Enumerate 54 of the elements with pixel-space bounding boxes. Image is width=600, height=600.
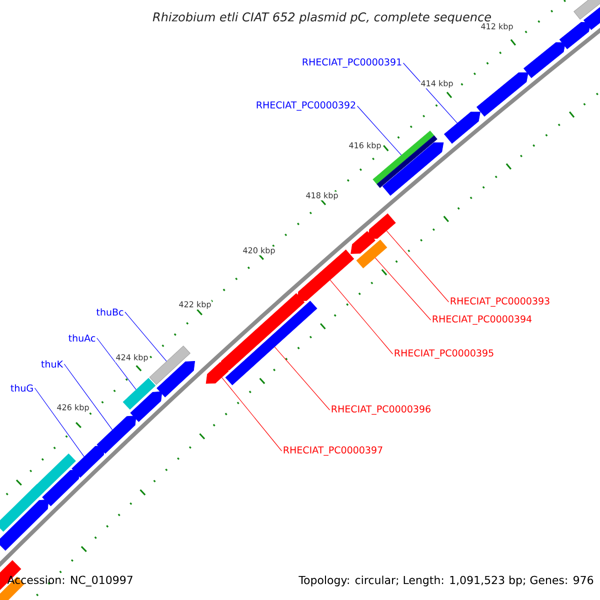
gene-feature (368, 214, 396, 239)
leader-line (374, 258, 432, 320)
leader-line (96, 338, 136, 390)
tick-label: 422 kbp (178, 300, 212, 310)
title: Rhizobium etli CIAT 652 plasmid pC, complete sequence (152, 12, 491, 24)
gene-bar (149, 346, 190, 385)
leader-line (222, 377, 282, 452)
gene-feature (444, 112, 480, 144)
gene-feature (296, 250, 354, 302)
gene-label: thuAc (68, 334, 96, 342)
gene-feature (72, 445, 105, 478)
gene-label: thuG (10, 384, 33, 392)
gene-feature (524, 42, 566, 78)
gene-feature (350, 231, 376, 254)
gene-feature (42, 469, 80, 506)
gene-feature (559, 22, 591, 50)
leader-line (402, 62, 458, 124)
gene-feature (382, 142, 444, 196)
gene-label: RHECIAT_PC0000392 (256, 101, 356, 111)
tick-label: 418 kbp (305, 192, 339, 200)
gene-feature (130, 391, 162, 422)
tick-label: 424 kbp (115, 354, 149, 362)
leader-line (274, 346, 330, 410)
leader-line (34, 388, 84, 457)
tick-label: 412 kbp (480, 22, 514, 32)
gene-label: RHECIAT_PC0000396 (332, 405, 430, 415)
sequence-info: Topology: circular; Length: 1,091,523 bp; Genes: 976 (298, 576, 594, 586)
gene-label: RHECIAT_PC0000394 (432, 315, 532, 325)
gene-bar (0, 484, 44, 532)
gene-feature (206, 362, 229, 384)
gene-feature (0, 499, 49, 551)
gene-feature (96, 416, 136, 454)
tick-label: 416 kbp (348, 142, 382, 150)
leader-line (330, 280, 394, 354)
gene-feature (156, 361, 195, 398)
gene-label: thuBc (96, 308, 124, 316)
gene-label: RHECIAT_PC0000393 (450, 297, 550, 307)
tick-label: 420 kbp (242, 246, 276, 256)
gene-label: thuK (41, 360, 64, 368)
gene-feature (220, 293, 305, 371)
gene-bar (574, 0, 600, 20)
gene-label: RHECIAT_PC0000391 (302, 58, 402, 68)
leader-line (64, 364, 113, 430)
gene-bar (122, 378, 156, 410)
tick-label: 414 kbp (420, 80, 454, 88)
leader-line (386, 230, 450, 302)
gene-bar (356, 240, 388, 268)
gene-bar (225, 300, 318, 386)
leader-line (356, 106, 402, 156)
gene-label: RHECIAT_PC0000397 (284, 446, 382, 456)
gene-label: RHECIAT_PC0000395 (394, 349, 494, 359)
leader-line (124, 312, 167, 362)
gene-feature (476, 72, 528, 117)
tick-label: 426 kbp (56, 404, 90, 412)
